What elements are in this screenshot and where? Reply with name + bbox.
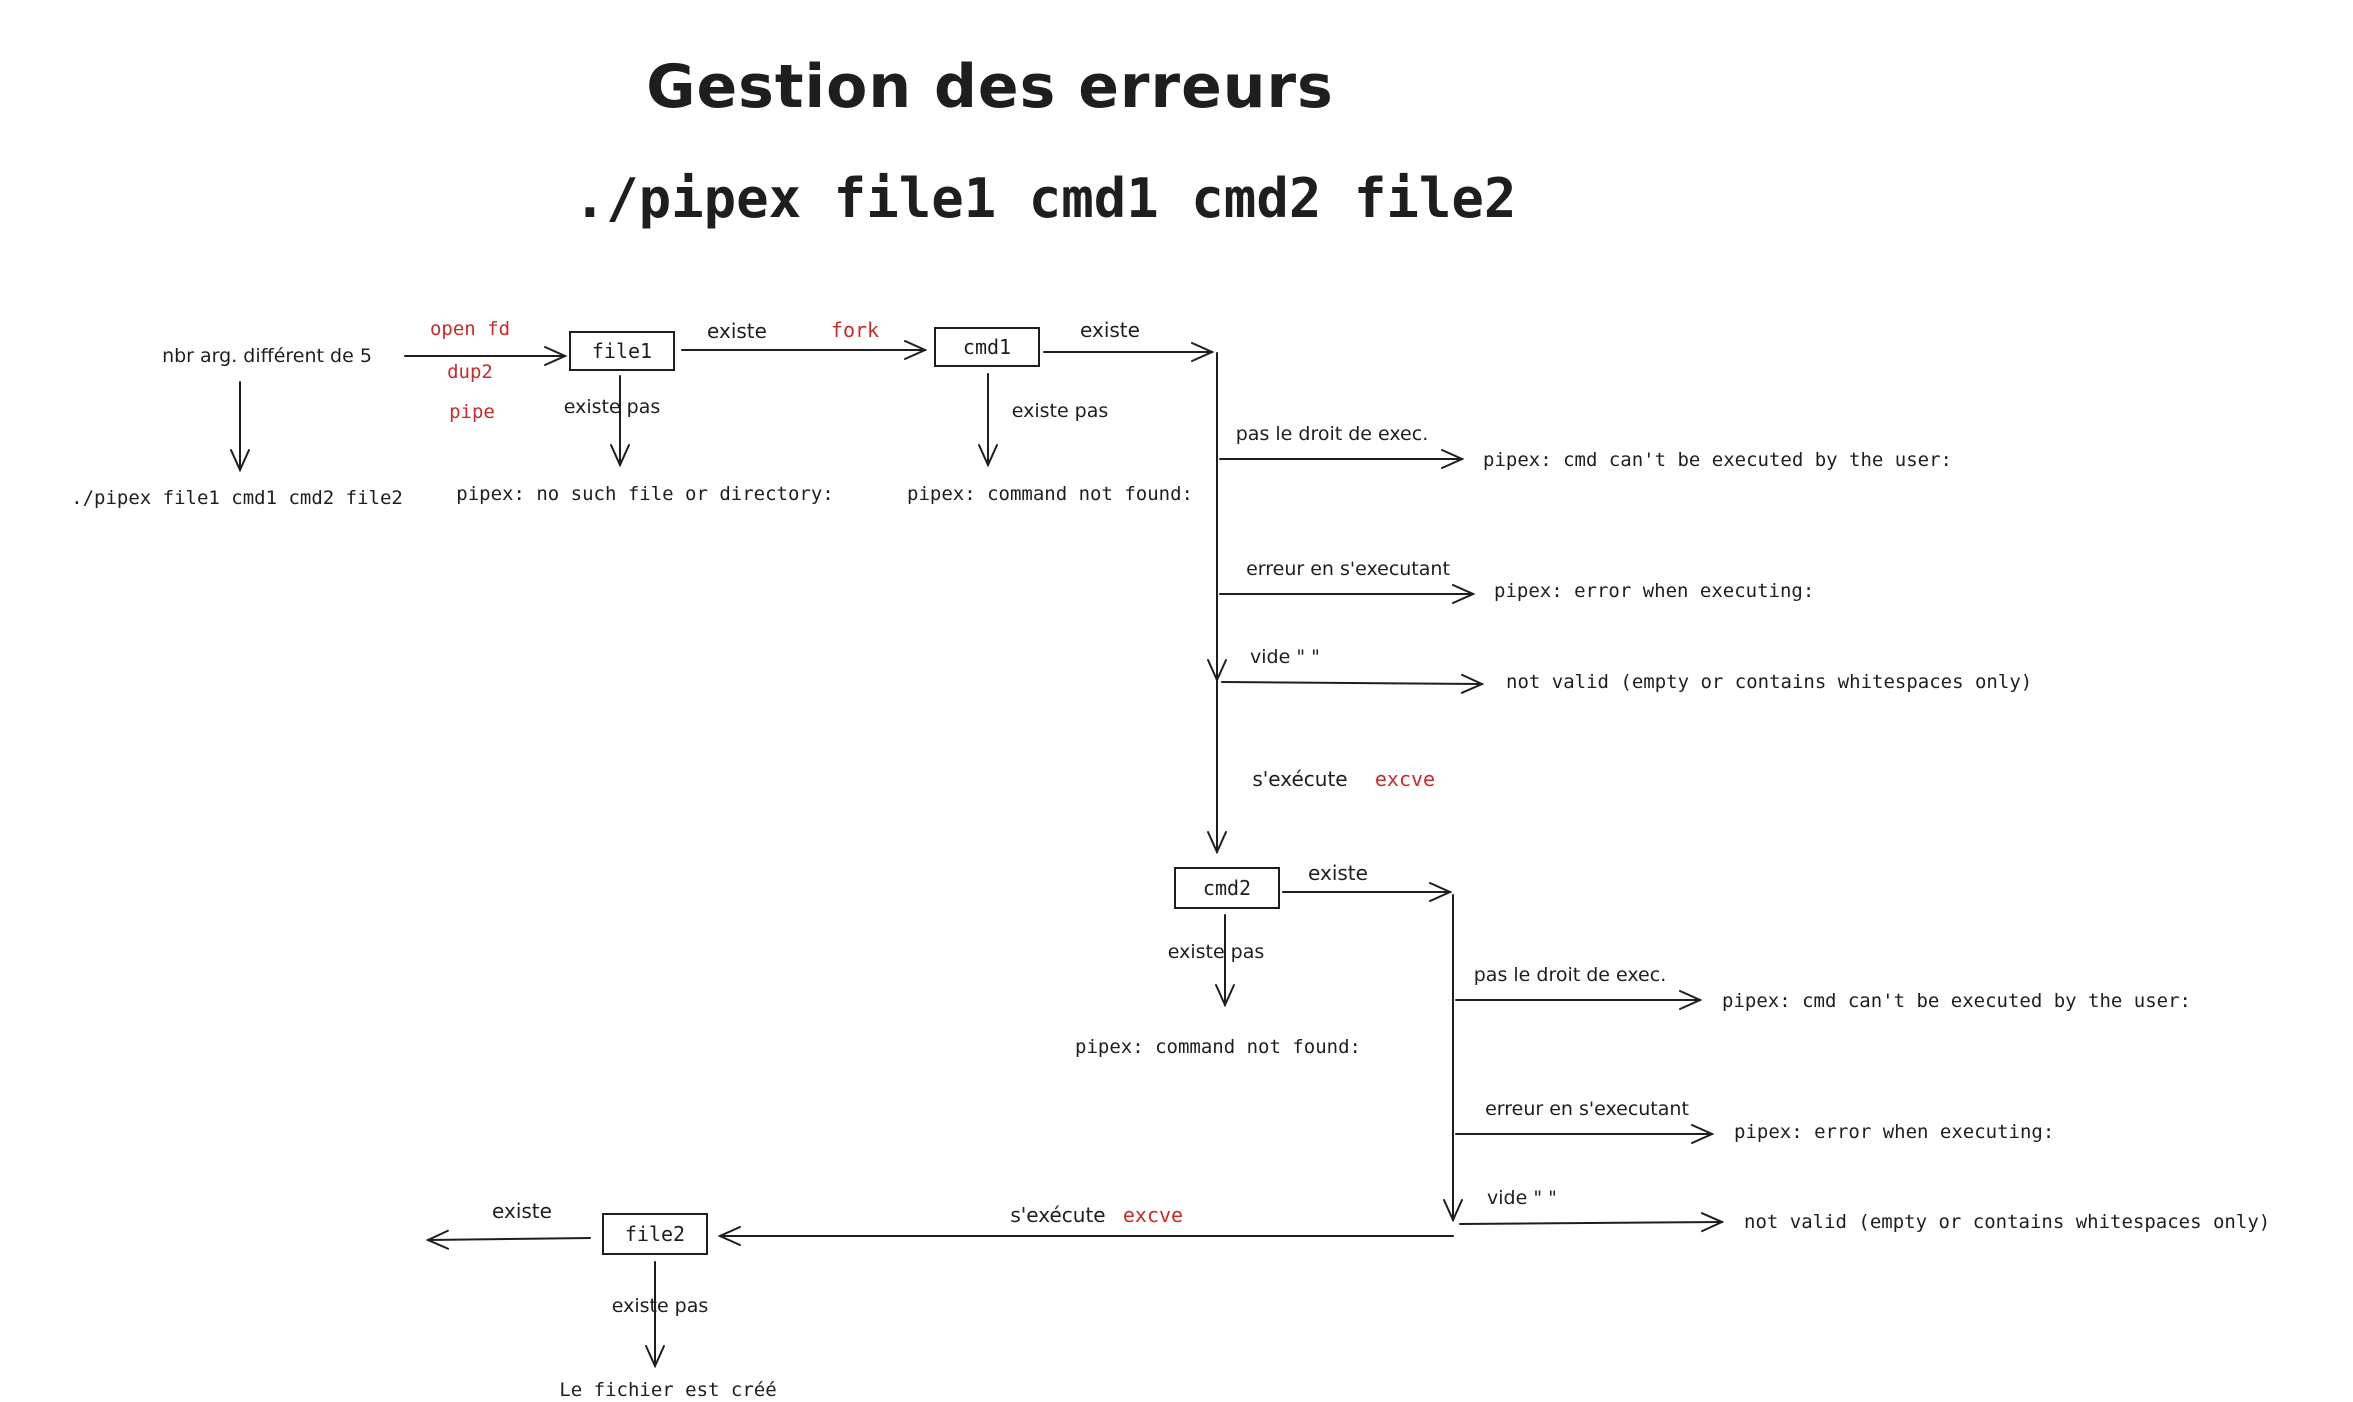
arrow-cmd1-empty <box>1221 682 1482 684</box>
node-cmd2 <box>1174 867 1280 909</box>
cmd1-not-exists-label: existe pas <box>1012 400 1109 422</box>
cmd1-exec-error-message: pipex: error when executing: <box>1494 580 1814 602</box>
cmd1-no-exec-message: pipex: cmd can't be executed by the user… <box>1483 449 1952 471</box>
cmd1-runs-func: excve <box>1375 767 1435 791</box>
cmd2-no-exec-message: pipex: cmd can't be executed by the user… <box>1722 990 2191 1012</box>
arg-count-condition: nbr arg. différent de 5 <box>162 345 372 367</box>
cmd1-runs-label: s'exécute <box>1252 767 1347 791</box>
node-file1 <box>569 331 675 371</box>
usage-message: ./pipex file1 cmd1 cmd2 file2 <box>71 487 403 509</box>
cmd2-empty-message: not valid (empty or contains whitespaces… <box>1744 1211 2270 1233</box>
file2-created-message: Le fichier est créé <box>559 1379 776 1401</box>
file2-not-exists-label: existe pas <box>612 1295 709 1317</box>
op-open-fd: open fd <box>430 318 510 340</box>
cmd2-exec-error-message: pipex: error when executing: <box>1734 1121 2054 1143</box>
arrow-file2-exists <box>428 1238 591 1240</box>
op-dup2: dup2 <box>447 361 493 383</box>
diagram-title: Gestion des erreurs <box>646 52 1334 122</box>
cmd2-no-exec-label: pas le droit de exec. <box>1474 964 1666 986</box>
file2-exists-label: existe <box>492 1199 552 1223</box>
file1-exists-label: existe <box>707 319 767 343</box>
file1-fork-label: fork <box>831 318 879 342</box>
file1-not-exists-label: existe pas <box>564 396 661 418</box>
node-cmd2-label: cmd2 <box>1203 876 1251 900</box>
node-file2 <box>602 1213 708 1255</box>
cmd2-not-exists-label: existe pas <box>1168 941 1265 963</box>
cmd1-no-exec-label: pas le droit de exec. <box>1236 423 1428 445</box>
cmd1-exec-error-label: erreur en s'executant <box>1246 558 1450 580</box>
node-cmd1-label: cmd1 <box>963 335 1011 359</box>
cmd2-exists-label: existe <box>1308 861 1368 885</box>
node-cmd1 <box>934 327 1040 367</box>
cmd2-empty-label: vide " " <box>1487 1187 1557 1209</box>
command-line: ./pipex file1 cmd1 cmd2 file2 <box>574 167 1517 230</box>
file1-error-message: pipex: no such file or directory: <box>456 483 834 505</box>
cmd2-runs-func: excve <box>1123 1203 1183 1227</box>
op-pipe: pipe <box>449 401 495 423</box>
arrow-cmd2-empty <box>1459 1222 1722 1224</box>
cmd1-exists-label: existe <box>1080 318 1140 342</box>
cmd2-not-found-message: pipex: command not found: <box>1075 1036 1361 1058</box>
cmd1-empty-message: not valid (empty or contains whitespaces… <box>1506 671 2032 693</box>
cmd1-not-found-message: pipex: command not found: <box>907 483 1193 505</box>
cmd2-runs-label: s'exécute <box>1010 1203 1105 1227</box>
cmd1-empty-label: vide " " <box>1250 646 1320 668</box>
cmd2-exec-error-label: erreur en s'executant <box>1485 1098 1689 1120</box>
node-file2-label: file2 <box>625 1222 685 1246</box>
node-file1-label: file1 <box>592 339 652 363</box>
